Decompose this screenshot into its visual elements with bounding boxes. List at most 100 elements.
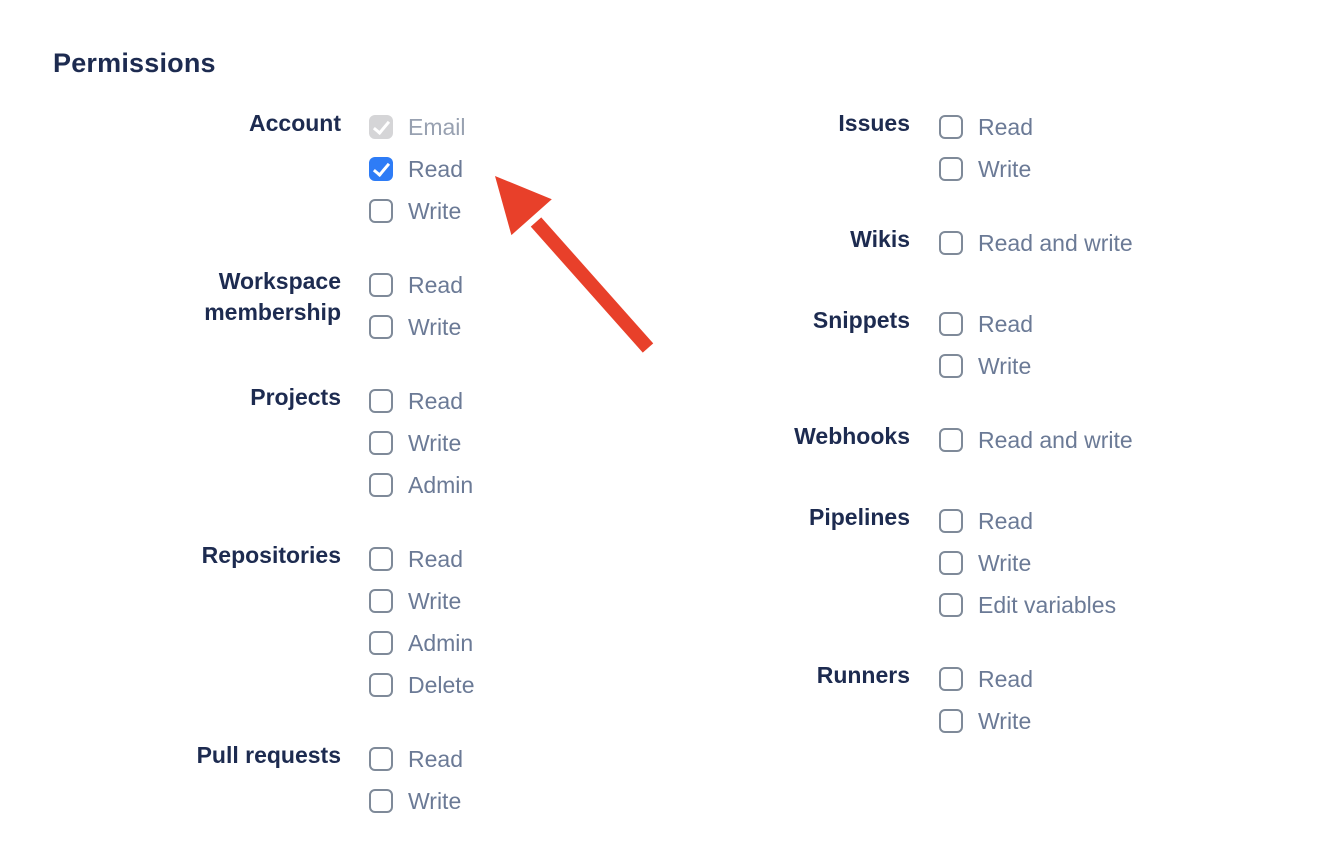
permission-group-pull-requests: Pull requests Read Write: [93, 742, 474, 813]
workspace-membership-read-label[interactable]: Read: [408, 272, 463, 298]
projects-read-checkbox[interactable]: [369, 389, 393, 413]
repositories-admin-checkbox[interactable]: [369, 631, 393, 655]
workspace-membership-write-label[interactable]: Write: [408, 314, 462, 340]
projects-admin-checkbox[interactable]: [369, 473, 393, 497]
repositories-read-checkbox[interactable]: [369, 547, 393, 571]
snippets-read-checkbox[interactable]: [939, 312, 963, 336]
permission-group-projects: Projects Read Write Admin: [93, 384, 474, 497]
permission-group-label: Wikis: [850, 226, 910, 252]
pipelines-read-checkbox[interactable]: [939, 509, 963, 533]
permission-group-label: Account: [249, 110, 341, 136]
checkbox-row: Edit variables: [939, 593, 1116, 617]
pipelines-edit-variables-label[interactable]: Edit variables: [978, 592, 1117, 618]
checkbox-row: Write: [939, 551, 1116, 575]
issues-write-label[interactable]: Write: [978, 156, 1032, 182]
pipelines-read-label[interactable]: Read: [978, 508, 1033, 534]
repositories-write-checkbox[interactable]: [369, 589, 393, 613]
pipelines-write-checkbox[interactable]: [939, 551, 963, 575]
account-write-label[interactable]: Write: [408, 198, 462, 224]
permission-group-repositories: Repositories Read Write Admin Delete: [93, 542, 474, 697]
permission-group-label: Snippets: [812, 307, 910, 333]
checkbox-row: Read and write: [939, 428, 1133, 452]
wikis-read-and-write-label[interactable]: Read and write: [978, 230, 1133, 256]
permission-group-webhooks: Webhooks Read and write: [660, 423, 1133, 459]
permission-group-snippets: Snippets Read Write: [660, 307, 1133, 378]
workspace-membership-read-checkbox[interactable]: [369, 273, 393, 297]
permissions-column-left: Account Email Read Write Workspace membe…: [93, 110, 474, 813]
wikis-read-and-write-checkbox[interactable]: [939, 231, 963, 255]
snippets-write-checkbox[interactable]: [939, 354, 963, 378]
permission-group-label: Repositories: [201, 542, 341, 568]
permission-group-workspace-membership: Workspace membership Read Write: [93, 268, 474, 339]
checkbox-row: Write: [939, 709, 1033, 733]
account-email-checkbox: [369, 115, 393, 139]
account-email-label: Email: [408, 114, 466, 140]
webhooks-read-and-write-label[interactable]: Read and write: [978, 427, 1133, 453]
issues-read-label[interactable]: Read: [978, 114, 1033, 140]
checkbox-row: Email: [369, 115, 466, 139]
permissions-column-right: Issues Read Write Wikis Read and write S…: [660, 110, 1133, 733]
checkbox-row: Write: [369, 315, 463, 339]
permission-group-issues: Issues Read Write: [660, 110, 1133, 181]
checkbox-row: Read: [939, 312, 1033, 336]
projects-read-label[interactable]: Read: [408, 388, 463, 414]
account-read-label[interactable]: Read: [408, 156, 463, 182]
permission-group-label: Runners: [816, 662, 910, 688]
checkbox-row: Read: [369, 747, 463, 771]
pipelines-edit-variables-checkbox[interactable]: [939, 593, 963, 617]
checkbox-row: Read: [369, 273, 463, 297]
snippets-read-label[interactable]: Read: [978, 311, 1033, 337]
runners-read-checkbox[interactable]: [939, 667, 963, 691]
checkbox-row: Read: [939, 667, 1033, 691]
permission-group-label: Pipelines: [809, 504, 910, 530]
snippets-write-label[interactable]: Write: [978, 353, 1032, 379]
permission-group-runners: Runners Read Write: [660, 662, 1133, 733]
checkbox-row: Write: [369, 431, 473, 455]
pipelines-write-label[interactable]: Write: [978, 550, 1032, 576]
permission-group-label: Issues: [838, 110, 910, 136]
permission-group-account: Account Email Read Write: [93, 110, 474, 223]
permission-group-label: Projects: [250, 384, 341, 410]
pull-requests-write-label[interactable]: Write: [408, 788, 462, 814]
checkbox-row: Read and write: [939, 231, 1133, 255]
checkbox-row: Write: [369, 589, 474, 613]
projects-write-checkbox[interactable]: [369, 431, 393, 455]
checkbox-row: Admin: [369, 473, 473, 497]
page-title: Permissions: [53, 48, 216, 78]
pull-requests-read-checkbox[interactable]: [369, 747, 393, 771]
projects-admin-label[interactable]: Admin: [408, 472, 474, 498]
runners-write-checkbox[interactable]: [939, 709, 963, 733]
runners-write-label[interactable]: Write: [978, 708, 1032, 734]
permission-group-label: Workspace membership: [204, 268, 341, 325]
account-write-checkbox[interactable]: [369, 199, 393, 223]
checkbox-row: Read: [369, 547, 474, 571]
pull-requests-read-label[interactable]: Read: [408, 746, 463, 772]
checkbox-row: Delete: [369, 673, 474, 697]
repositories-read-label[interactable]: Read: [408, 546, 463, 572]
checkbox-row: Read: [369, 157, 466, 181]
repositories-write-label[interactable]: Write: [408, 588, 462, 614]
account-read-checkbox[interactable]: [369, 157, 393, 181]
checkbox-row: Read: [939, 509, 1116, 533]
checkbox-row: Read: [939, 115, 1033, 139]
webhooks-read-and-write-checkbox[interactable]: [939, 428, 963, 452]
runners-read-label[interactable]: Read: [978, 666, 1033, 692]
permission-group-wikis: Wikis Read and write: [660, 226, 1133, 262]
repositories-delete-checkbox[interactable]: [369, 673, 393, 697]
checkbox-row: Admin: [369, 631, 474, 655]
permission-group-label: Pull requests: [196, 742, 341, 768]
checkbox-row: Read: [369, 389, 473, 413]
permission-group-pipelines: Pipelines Read Write Edit variables: [660, 504, 1133, 617]
projects-write-label[interactable]: Write: [408, 430, 462, 456]
checkbox-row: Write: [369, 199, 466, 223]
issues-read-checkbox[interactable]: [939, 115, 963, 139]
pull-requests-write-checkbox[interactable]: [369, 789, 393, 813]
checkbox-row: Write: [939, 157, 1033, 181]
checkbox-row: Write: [369, 789, 463, 813]
checkbox-row: Write: [939, 354, 1033, 378]
repositories-delete-label[interactable]: Delete: [408, 672, 475, 698]
permission-group-label: Webhooks: [794, 423, 910, 449]
issues-write-checkbox[interactable]: [939, 157, 963, 181]
workspace-membership-write-checkbox[interactable]: [369, 315, 393, 339]
repositories-admin-label[interactable]: Admin: [408, 630, 474, 656]
